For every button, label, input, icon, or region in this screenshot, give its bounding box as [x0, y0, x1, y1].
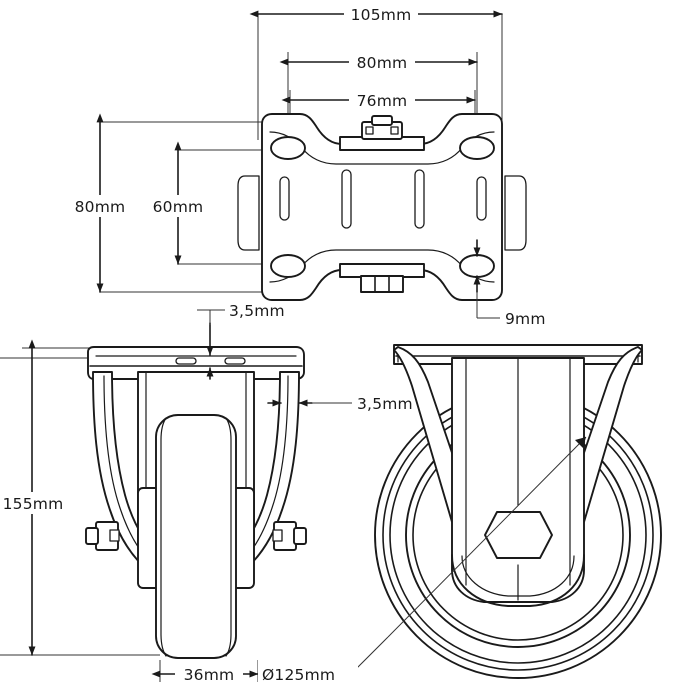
plate-bottom-bracket: [339, 263, 425, 293]
bolt-hole-bottom-left: [270, 254, 306, 278]
wheel-tread-front: [155, 414, 237, 659]
wheel-width-dimension: 36mm: [151, 664, 259, 684]
plate-tab-right: [504, 175, 527, 251]
hex-nut-shape: [484, 511, 553, 559]
plate-slot-1: [279, 176, 290, 221]
front-plate-slot-right: [224, 357, 246, 365]
wheel-width-label: 36mm: [184, 666, 235, 684]
fork-thickness-callout: 3,5mm: [267, 395, 413, 413]
bolt-spacing-inner-label: 76mm: [357, 92, 408, 110]
bracket-top-hole-right: [390, 126, 399, 135]
axle-bolt-right: [272, 521, 307, 551]
plate-bolt-holes: [270, 136, 495, 278]
bolt-hole-top-left: [270, 136, 306, 160]
plate-thickness-label: 3,5mm: [229, 302, 285, 320]
side-elevation-view: Ø125mm: [258, 344, 662, 684]
bolt-hole-top-right: [459, 136, 495, 160]
bracket-top-cap: [371, 115, 393, 126]
bracket-bottom-body: [360, 275, 404, 293]
plate-slot-2: [341, 169, 352, 229]
side-fork-bottom: [451, 554, 585, 607]
bolt-hole-diameter-callout: 9mm: [473, 239, 546, 328]
bracket-top-hole-left: [365, 126, 374, 135]
front-plate-slot-left: [175, 357, 197, 365]
plate-side-tabs: [237, 175, 527, 251]
plate-width-label: 105mm: [351, 6, 412, 24]
fork-thickness-label: 3,5mm: [357, 395, 413, 413]
overall-height-dimension: 155mm: [0, 339, 70, 656]
mounting-plate-outline: [261, 113, 503, 301]
bolt-spacing-inner-dimension: 76mm: [281, 90, 476, 110]
bolt-hole-bottom-right: [459, 254, 495, 278]
plate-slot-3: [414, 169, 425, 229]
wheel-diameter-label: Ø125mm: [262, 666, 335, 684]
bolt-spacing-outer-dimension: 80mm: [279, 52, 478, 72]
plate-depth-dimension: 80mm: [67, 113, 133, 293]
plate-slot-4: [476, 176, 487, 221]
side-fork-centre: [451, 357, 585, 603]
hex-axle-nut: [484, 511, 553, 559]
wheel-front: [155, 414, 237, 659]
bolt-depth-dimension: 60mm: [145, 141, 211, 265]
top-plate-view: 105mm 80mm 76mm 80mm: [67, 4, 546, 328]
plate-top-bracket: [339, 115, 425, 151]
front-plate-edge: [87, 346, 305, 380]
bolt-hole-diameter-label: 9mm: [505, 310, 546, 328]
plate-width-dimension: 105mm: [249, 4, 503, 24]
overall-height-label: 155mm: [3, 495, 64, 513]
plate-thickness-callout: 3,5mm: [197, 302, 285, 380]
plate-slots: [279, 169, 487, 229]
bolt-spacing-outer-label: 80mm: [357, 54, 408, 72]
axle-bolt-left: [85, 521, 120, 551]
front-elevation-view: 3,5mm 3,5mm 155mm 36mm: [0, 302, 413, 684]
wheel-diameter-callout: Ø125mm: [258, 436, 587, 684]
bolt-depth-label: 60mm: [153, 198, 204, 216]
plate-tab-left: [237, 175, 260, 251]
plate-depth-label: 80mm: [75, 198, 126, 216]
